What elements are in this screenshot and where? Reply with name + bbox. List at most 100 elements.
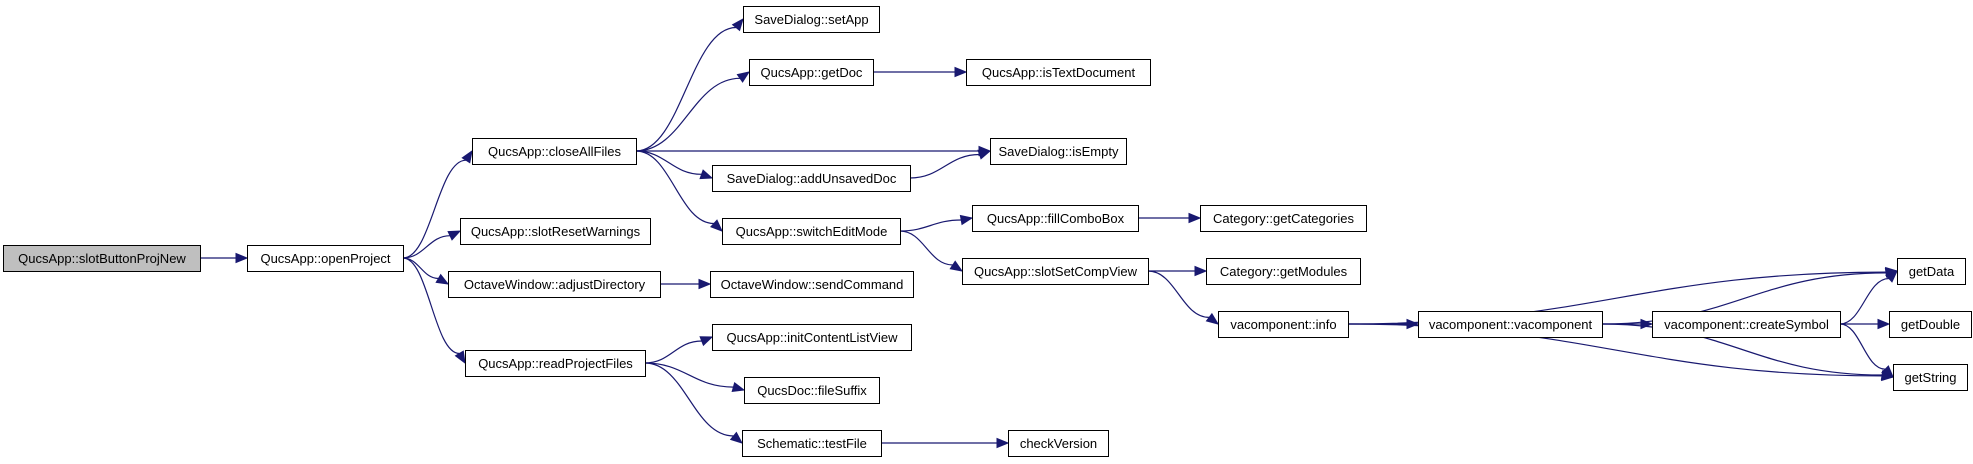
- function-node[interactable]: Schematic::testFile: [742, 430, 882, 457]
- arrowhead-icon: [736, 71, 751, 83]
- edge-line: [635, 150, 702, 175]
- arrowhead-icon: [461, 149, 473, 164]
- node-label: QucsApp::slotSetCompView: [974, 264, 1138, 279]
- function-node[interactable]: QucsApp::slotResetWarnings: [460, 218, 651, 245]
- edge-line: [644, 340, 702, 364]
- function-node[interactable]: QucsApp::initContentListView: [712, 324, 912, 351]
- arrowhead-icon: [1881, 365, 1894, 378]
- call-edge: [660, 278, 712, 290]
- node-box: [3, 245, 201, 272]
- function-node[interactable]: QucsApp::readProjectFiles: [465, 350, 646, 377]
- arrowhead-icon: [1406, 318, 1420, 330]
- node-box: [742, 430, 882, 457]
- function-node[interactable]: getData: [1897, 258, 1966, 285]
- node-box: [966, 59, 1151, 86]
- function-node[interactable]: SaveDialog::isEmpty: [990, 138, 1127, 165]
- node-label: SaveDialog::addUnsavedDoc: [727, 171, 897, 186]
- node-label: QucsApp::slotResetWarnings: [471, 224, 641, 239]
- call-edge: [1839, 323, 1894, 378]
- node-label: QucsApp::openProject: [260, 251, 390, 266]
- node-box: [448, 271, 661, 298]
- node-box: [472, 138, 637, 165]
- edge-line: [1147, 270, 1210, 318]
- edge-line: [1839, 323, 1886, 370]
- edge-line: [644, 362, 734, 437]
- node-label: QucsApp::getDoc: [761, 65, 863, 80]
- call-edge: [899, 230, 964, 272]
- node-box: [710, 271, 914, 298]
- function-node[interactable]: vacomponent::vacomponent: [1418, 311, 1603, 338]
- node-box: [749, 59, 874, 86]
- call-edge: [881, 437, 1010, 449]
- call-edge: [899, 214, 974, 232]
- call-edge: [635, 17, 744, 152]
- call-edge: [873, 66, 968, 78]
- function-node[interactable]: getDouble: [1889, 311, 1972, 338]
- function-node[interactable]: QucsApp::fillComboBox: [972, 205, 1139, 232]
- call-nodes: QucsApp::slotButtonProjNew QucsApp::openP…: [3, 6, 1972, 457]
- call-edge: [1840, 318, 1891, 330]
- arrowhead-icon: [731, 17, 744, 32]
- node-label: vacomponent::info: [1230, 317, 1336, 332]
- edge-line: [899, 219, 962, 232]
- call-edge: [644, 362, 744, 444]
- edge-line: [644, 362, 734, 388]
- function-node[interactable]: QucsApp::slotSetCompView: [962, 258, 1149, 285]
- node-label: OctaveWindow::sendCommand: [721, 277, 904, 292]
- node-box: [743, 6, 880, 33]
- node-box: [1893, 364, 1968, 391]
- function-node[interactable]: OctaveWindow::sendCommand: [710, 271, 914, 298]
- function-node[interactable]: Category::getModules: [1206, 258, 1361, 285]
- arrowhead-icon: [435, 273, 450, 285]
- function-node[interactable]: getString: [1893, 364, 1968, 391]
- call-edge: [635, 71, 751, 152]
- edge-line: [635, 26, 737, 152]
- node-label: Schematic::testFile: [757, 436, 867, 451]
- node-label: QucsApp::isTextDocument: [982, 65, 1136, 80]
- node-label: getDouble: [1901, 317, 1960, 332]
- function-node[interactable]: SaveDialog::setApp: [743, 6, 880, 33]
- call-edge: [1147, 270, 1220, 325]
- function-node[interactable]: QucsDoc::fileSuffix: [744, 377, 880, 404]
- arrowhead-icon: [447, 230, 462, 241]
- node-box: [247, 245, 404, 272]
- node-label: QucsApp::slotButtonProjNew: [18, 251, 186, 266]
- node-label: checkVersion: [1020, 436, 1097, 451]
- arrowhead-icon: [1877, 318, 1891, 330]
- node-label: QucsApp::fillComboBox: [987, 211, 1125, 226]
- node-label: Category::getCategories: [1213, 211, 1354, 226]
- node-label: QucsApp::closeAllFiles: [488, 144, 621, 159]
- arrowhead-icon: [1885, 270, 1898, 283]
- function-node[interactable]: vacomponent::info: [1218, 311, 1349, 338]
- node-box: [712, 165, 911, 192]
- edge-line: [899, 230, 953, 266]
- function-node[interactable]: QucsApp::closeAllFiles: [472, 138, 637, 165]
- arrowhead-icon: [729, 431, 744, 444]
- node-box: [712, 324, 912, 351]
- function-node[interactable]: OctaveWindow::adjustDirectory: [448, 271, 661, 298]
- function-node[interactable]: vacomponent::createSymbol: [1652, 311, 1841, 338]
- function-node[interactable]: QucsApp::isTextDocument: [966, 59, 1151, 86]
- edge-line: [1601, 323, 1883, 376]
- function-node[interactable]: checkVersion: [1008, 430, 1109, 457]
- edge-line: [909, 153, 980, 179]
- node-box: [1200, 205, 1367, 232]
- call-edge: [402, 149, 473, 259]
- arrowhead-icon: [1188, 212, 1202, 224]
- call-edge: [1839, 270, 1898, 325]
- function-node[interactable]: QucsApp::switchEditMode: [722, 218, 901, 245]
- arrowhead-icon: [731, 381, 746, 392]
- root-function-node[interactable]: QucsApp::slotButtonProjNew: [3, 245, 201, 272]
- node-box: [465, 350, 646, 377]
- arrowhead-icon: [1194, 265, 1208, 277]
- function-node[interactable]: SaveDialog::addUnsavedDoc: [712, 165, 911, 192]
- node-box: [1418, 311, 1603, 338]
- node-label: QucsApp::readProjectFiles: [478, 356, 633, 371]
- node-label: OctaveWindow::adjustDirectory: [464, 277, 646, 292]
- function-node[interactable]: Category::getCategories: [1200, 205, 1367, 232]
- node-box: [1008, 430, 1109, 457]
- function-node[interactable]: QucsApp::openProject: [247, 245, 404, 272]
- arrowhead-icon: [996, 437, 1010, 449]
- node-box: [744, 377, 880, 404]
- function-node[interactable]: QucsApp::getDoc: [749, 59, 874, 86]
